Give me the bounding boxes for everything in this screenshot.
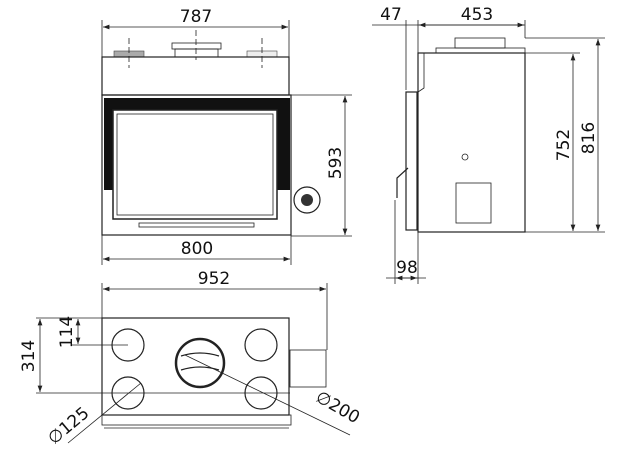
outlet-circle [244,328,278,362]
dimension-816: 816 [579,122,599,154]
dimension-114: 114 [57,316,77,348]
glass-door [112,109,278,220]
side-body [417,52,526,233]
firebox-body [101,94,292,236]
flue-collar [174,48,219,58]
fan-housing-top [289,349,327,388]
dimension-593: 593 [326,147,346,179]
side-view: 47 453 752 816 98 [372,5,605,284]
air-slider [138,222,255,228]
dimension-952: 952 [198,269,230,289]
flue-collar-side [454,37,506,49]
dimension-453: 453 [461,5,493,25]
top-body [101,317,290,416]
dimension-98: 98 [396,258,418,278]
door-side [405,91,418,231]
door-handle [396,167,409,198]
dimension-800: 800 [181,239,213,259]
main-flue-circle [174,337,226,389]
dimension-diameter-200: ∅200 [312,387,363,428]
top-hood [101,56,290,96]
dimension-314: 314 [19,340,39,372]
top-view: 952 314 114 ∅125 ∅200 [19,269,363,449]
fan-icon [293,186,321,214]
dimension-787: 787 [180,7,212,27]
dimension-752: 752 [554,129,574,161]
dimension-47: 47 [380,5,402,25]
air-inlet-box [455,182,492,224]
front-view: 787 593 800 [101,7,352,265]
